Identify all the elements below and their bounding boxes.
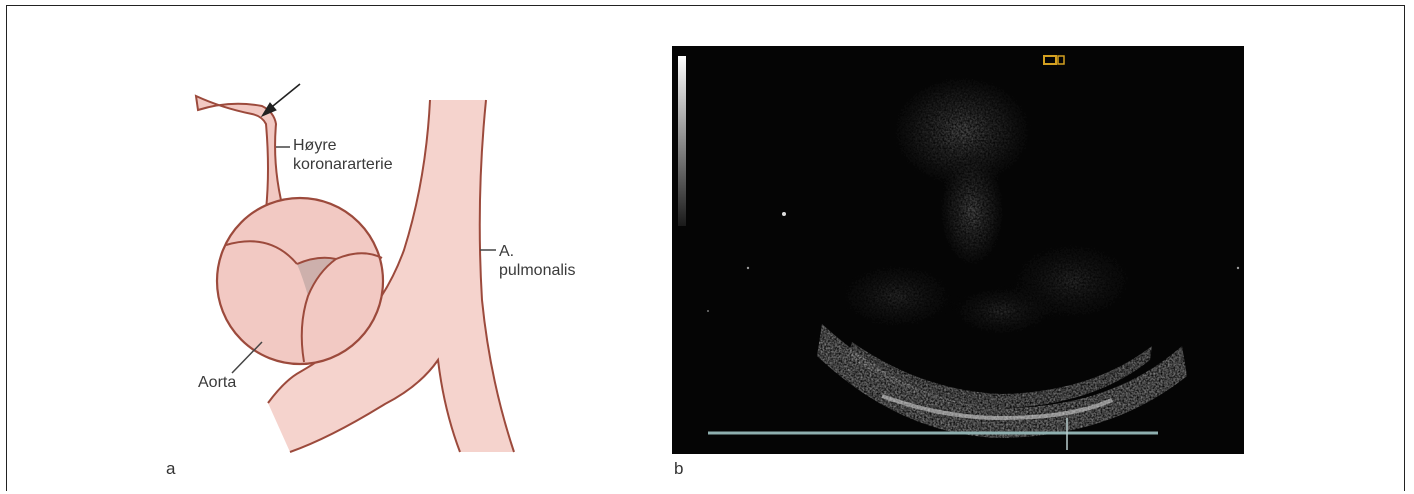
label-koronararterie: koronararterie — [293, 155, 393, 174]
echocardiogram-svg — [672, 46, 1244, 454]
label-pulmonalis: pulmonalis — [499, 261, 575, 280]
aorta-leader-line — [232, 342, 262, 373]
right-coronary-artery-shape — [196, 96, 285, 216]
label-a: A. — [499, 242, 514, 261]
label-aorta: Aorta — [198, 373, 236, 392]
panel-b-letter: b — [674, 459, 683, 479]
echo-texture — [817, 69, 1187, 438]
grayscale-bar — [678, 56, 686, 226]
label-hoyre: Høyre — [293, 136, 337, 155]
orientation-marker — [1044, 56, 1056, 64]
panel-a-letter: a — [166, 459, 175, 479]
echocardiogram-image — [672, 46, 1244, 454]
aorta-circle — [217, 198, 383, 364]
